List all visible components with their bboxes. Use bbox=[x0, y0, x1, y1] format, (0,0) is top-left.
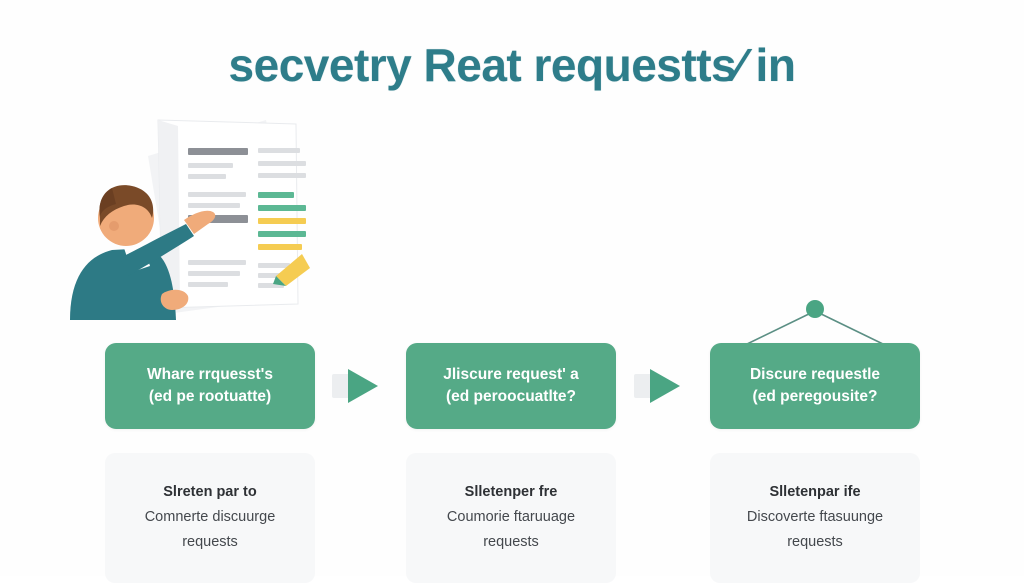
caption-card-3: Slletenpar ife Discoverte ftasuunge requ… bbox=[710, 453, 920, 583]
highlighter-marker-icon bbox=[273, 254, 310, 286]
flow-step-2-line1: Jliscure request' a bbox=[443, 365, 579, 383]
flow-step-1-line2: (ed pe rootuatte) bbox=[148, 388, 272, 405]
caption-card-2: Slletenper fre Coumorie ftaruuage reques… bbox=[406, 453, 616, 583]
flow-step-3-line2: (ed peregousite? bbox=[752, 388, 878, 405]
caption-2-line2: Coumorie ftaruuage bbox=[446, 508, 576, 525]
page-title: secvetry Reat requestts⁄ in bbox=[228, 39, 796, 91]
flow-step-box-1[interactable]: Whare rrquesst's (ed pe rootuatte) bbox=[105, 343, 315, 429]
caption-3-line2: Discoverte ftasuunge bbox=[746, 508, 884, 525]
person-figure bbox=[70, 185, 216, 320]
caption-2-line1: Slletenper fre bbox=[464, 484, 558, 500]
flow-step-box-3[interactable]: Discure requestle (ed peregousite? bbox=[710, 343, 920, 429]
caption-1-line3: requests bbox=[182, 533, 238, 550]
caption-1-line2: Comnerte discuurge bbox=[144, 508, 276, 525]
arrow-head-1 bbox=[348, 369, 378, 403]
document-highlight-bars-right bbox=[258, 148, 306, 288]
caption-3-line1: Slletenpar ife bbox=[769, 484, 861, 500]
connector-dot bbox=[806, 300, 824, 318]
caption-3-line3: requests bbox=[787, 533, 843, 550]
arrow-right-icon-2 bbox=[632, 362, 694, 410]
arrow-head-2 bbox=[650, 369, 680, 403]
illustration-person-pointing-at-document bbox=[70, 108, 332, 320]
caption-card-1: Slreten par to Comnerte discuurge reques… bbox=[105, 453, 315, 583]
top-connector-bracket bbox=[705, 297, 925, 349]
flow-step-2-line2: (ed peroocuatlte? bbox=[445, 388, 577, 405]
flow-step-box-2[interactable]: Jliscure request' a (ed peroocuatlte? bbox=[406, 343, 616, 429]
document-text-lines-left bbox=[188, 148, 248, 287]
caption-2-line3: requests bbox=[483, 533, 539, 550]
flow-step-3-line1: Discure requestle bbox=[749, 365, 881, 383]
caption-1-line1: Slreten par to bbox=[163, 484, 257, 500]
flow-step-1-line1: Whare rrquesst's bbox=[146, 365, 273, 383]
arrow-right-icon-1 bbox=[330, 362, 392, 410]
